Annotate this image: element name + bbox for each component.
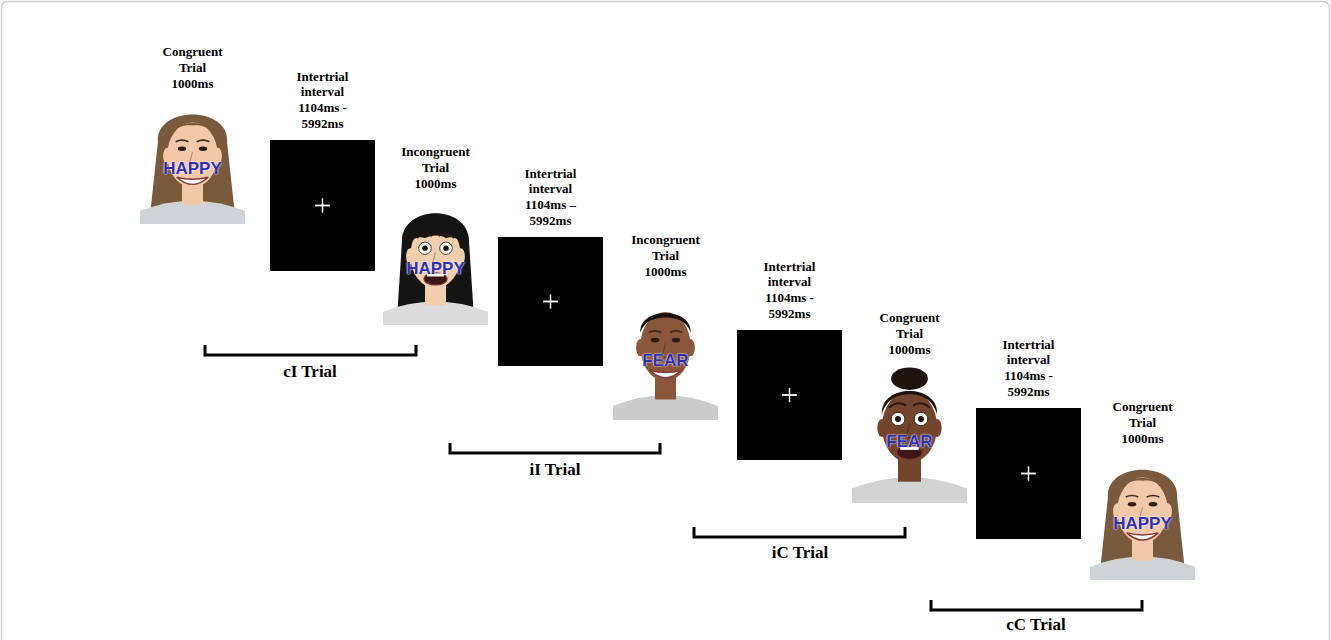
photo-ground bbox=[140, 97, 245, 224]
hair-bun bbox=[891, 367, 928, 389]
emotion-word: HAPPY bbox=[140, 159, 245, 179]
brow bbox=[197, 140, 210, 142]
stimulus-heading: Incongruent Trial 1000ms bbox=[631, 232, 700, 280]
face bbox=[640, 312, 690, 381]
eye bbox=[1149, 502, 1157, 507]
eye bbox=[891, 412, 905, 425]
pupil bbox=[443, 246, 448, 251]
emotion-word: HAPPY bbox=[383, 259, 488, 279]
fixation-screen bbox=[737, 330, 842, 460]
trial-label: cI Trial bbox=[283, 362, 337, 382]
hair-top bbox=[1116, 478, 1169, 501]
eye bbox=[419, 242, 432, 254]
smile bbox=[650, 370, 682, 378]
fixation-cross bbox=[1028, 466, 1029, 480]
eye bbox=[178, 147, 186, 151]
face-stimulus: Congruent Trial 1000msHAPPY bbox=[140, 97, 245, 224]
brow bbox=[1147, 496, 1160, 498]
black-screen bbox=[270, 140, 375, 271]
pupil bbox=[895, 416, 901, 422]
fixation-screen: Intertrial interval 1104ms - 5992ms bbox=[270, 140, 375, 271]
fixation-cross bbox=[322, 198, 323, 212]
emotion-word: HAPPY bbox=[1090, 514, 1195, 534]
hair-top bbox=[882, 391, 937, 415]
photo-ground bbox=[1090, 452, 1195, 580]
brow bbox=[649, 331, 662, 333]
black-screen bbox=[976, 408, 1081, 539]
brow bbox=[913, 403, 930, 408]
brow bbox=[176, 140, 189, 142]
eye bbox=[672, 338, 680, 343]
eye bbox=[440, 242, 453, 254]
smile bbox=[1127, 533, 1159, 540]
hair-top bbox=[166, 123, 219, 146]
pupil bbox=[918, 416, 924, 422]
fixation-screen bbox=[976, 408, 1081, 539]
eye bbox=[199, 147, 207, 151]
stimulus-heading: Intertrial interval 1104ms - 5992ms bbox=[287, 69, 359, 132]
pupil bbox=[422, 246, 427, 251]
brow bbox=[670, 331, 683, 333]
eye bbox=[1128, 502, 1136, 507]
hair-top bbox=[640, 313, 690, 332]
stimulus-heading: Intertrial interval 1104ms - 5992ms bbox=[993, 337, 1065, 400]
emotion-word: FEAR bbox=[613, 351, 718, 371]
trial-label: iC Trial bbox=[772, 543, 829, 563]
stimulus-heading: Intertrial interval 1104ms - 5992ms bbox=[754, 259, 826, 322]
bracket bbox=[450, 443, 660, 453]
eye bbox=[914, 412, 928, 425]
fixation-cross bbox=[789, 388, 790, 402]
brow bbox=[1126, 496, 1139, 498]
bracket bbox=[205, 345, 416, 355]
fixation-screen: Intertrial interval 1104ms - 5992ms bbox=[976, 408, 1081, 539]
black-screen bbox=[498, 237, 603, 366]
photo-ground bbox=[383, 197, 488, 325]
fixation-cross bbox=[550, 294, 551, 308]
face-stimulus: Congruent Trial 1000msHAPPY bbox=[1090, 452, 1195, 580]
fixation-screen: Intertrial interval 1104ms – 5992ms bbox=[498, 237, 603, 366]
face-stimulus: Congruent Trial 1000msFEAR bbox=[852, 363, 967, 503]
fixation-screen: Intertrial interval 1104ms - 5992ms bbox=[737, 330, 842, 460]
smile bbox=[177, 177, 209, 184]
fixation-screen bbox=[498, 237, 603, 366]
hair-top bbox=[409, 221, 462, 244]
stimulus-heading: Congruent Trial 1000ms bbox=[163, 44, 223, 92]
bracket bbox=[931, 600, 1142, 610]
brow bbox=[417, 234, 433, 238]
face bbox=[882, 391, 937, 463]
bracket bbox=[694, 527, 905, 537]
black-screen bbox=[737, 330, 842, 460]
brow bbox=[439, 234, 455, 238]
photo-ground bbox=[613, 285, 718, 420]
brow bbox=[889, 403, 906, 408]
fixation-screen bbox=[270, 140, 375, 271]
emotion-word: FEAR bbox=[852, 432, 967, 452]
eye bbox=[651, 338, 659, 343]
trial-label: iI Trial bbox=[530, 460, 581, 480]
stimulus-heading: Congruent Trial 1000ms bbox=[880, 310, 940, 358]
stimulus-heading: Congruent Trial 1000ms bbox=[1113, 399, 1173, 447]
face-stimulus: Incongruent Trial 1000msFEAR bbox=[613, 285, 718, 420]
face-stimulus: Incongruent Trial 1000msHAPPY bbox=[383, 197, 488, 325]
face bbox=[1117, 478, 1167, 544]
stimulus-heading: Incongruent Trial 1000ms bbox=[401, 144, 470, 192]
trial-label: cC Trial bbox=[1006, 615, 1065, 635]
photo-ground bbox=[852, 363, 967, 503]
stimulus-heading: Intertrial interval 1104ms – 5992ms bbox=[515, 166, 587, 229]
